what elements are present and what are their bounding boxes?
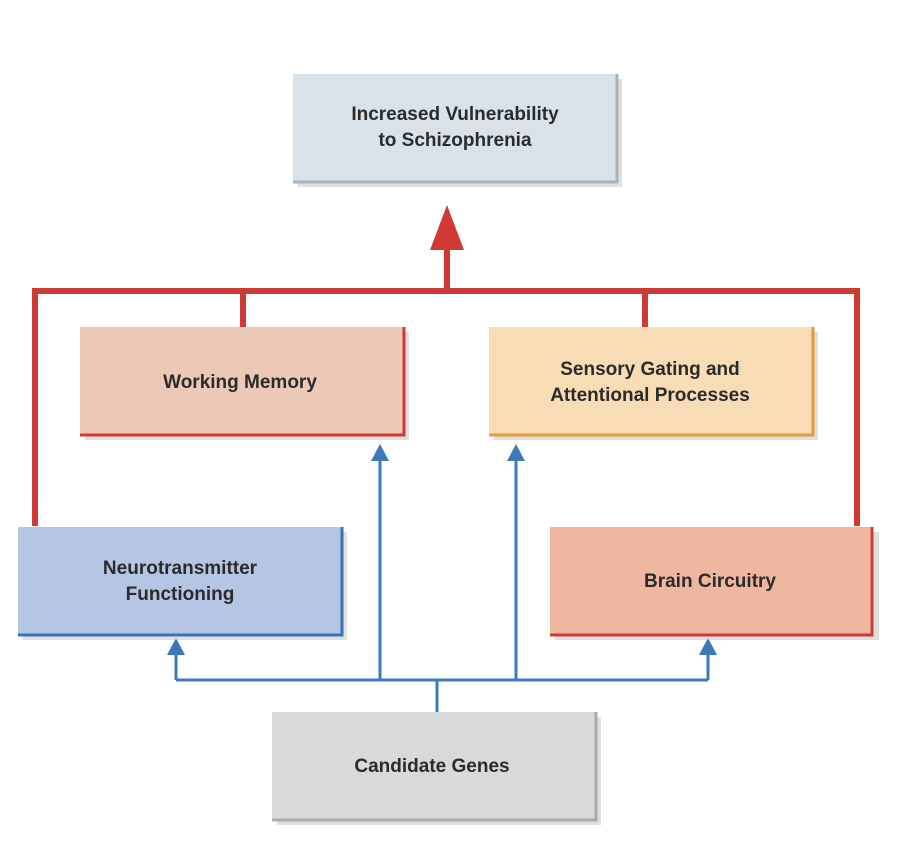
- sensory-gating-label-line1: Sensory Gating and: [560, 359, 739, 380]
- working-memory-label: Working Memory: [163, 372, 317, 393]
- outcome-box: Increased Vulnerability to Schizophrenia: [293, 74, 622, 187]
- red-up-arrow-icon: [430, 205, 464, 250]
- brain-circuitry-box-edge: [550, 527, 874, 637]
- outcome-label-line1: Increased Vulnerability: [351, 104, 559, 125]
- sensory-gating-box-fill: [489, 327, 813, 435]
- blue-arrowhead-sensory-gating-icon: [507, 444, 525, 461]
- brain-circuitry-box-fill: [550, 527, 872, 635]
- blue-arrowhead-brain-circuitry-icon: [699, 638, 717, 655]
- candidate-genes-box-edge: [272, 712, 598, 822]
- working-memory-box: Working Memory: [80, 327, 409, 440]
- neurotransmitter-box-fill: [18, 527, 342, 635]
- sensory-gating-box: Sensory Gating and Attentional Processes: [489, 327, 818, 440]
- candidate-genes-box-fill: [272, 712, 596, 820]
- outcome-label-line2: to Schizophrenia: [378, 130, 532, 151]
- neurotransmitter-box-edge: [18, 527, 344, 637]
- outcome-box-fill: [293, 74, 617, 182]
- sensory-gating-box-edge: [489, 327, 815, 437]
- red-connector-lines: [32, 250, 860, 526]
- blue-arrowhead-working-memory-icon: [371, 444, 389, 461]
- working-memory-box-edge: [80, 327, 406, 437]
- working-memory-box-fill: [80, 327, 404, 435]
- neurotransmitter-box: Neurotransmitter Functioning: [18, 527, 347, 640]
- neurotransmitter-label-line1: Neurotransmitter: [103, 558, 258, 579]
- candidate-genes-label: Candidate Genes: [354, 756, 509, 777]
- brain-circuitry-box: Brain Circuitry: [550, 527, 879, 640]
- blue-connector-lines: [174, 458, 710, 712]
- candidate-genes-box: Candidate Genes: [272, 712, 601, 825]
- neurotransmitter-label-line2: Functioning: [126, 584, 235, 605]
- outcome-box-edge: [293, 74, 619, 184]
- sensory-gating-label-line2: Attentional Processes: [550, 385, 750, 406]
- blue-arrowhead-neurotransmitter-icon: [167, 638, 185, 655]
- brain-circuitry-label: Brain Circuitry: [644, 571, 776, 592]
